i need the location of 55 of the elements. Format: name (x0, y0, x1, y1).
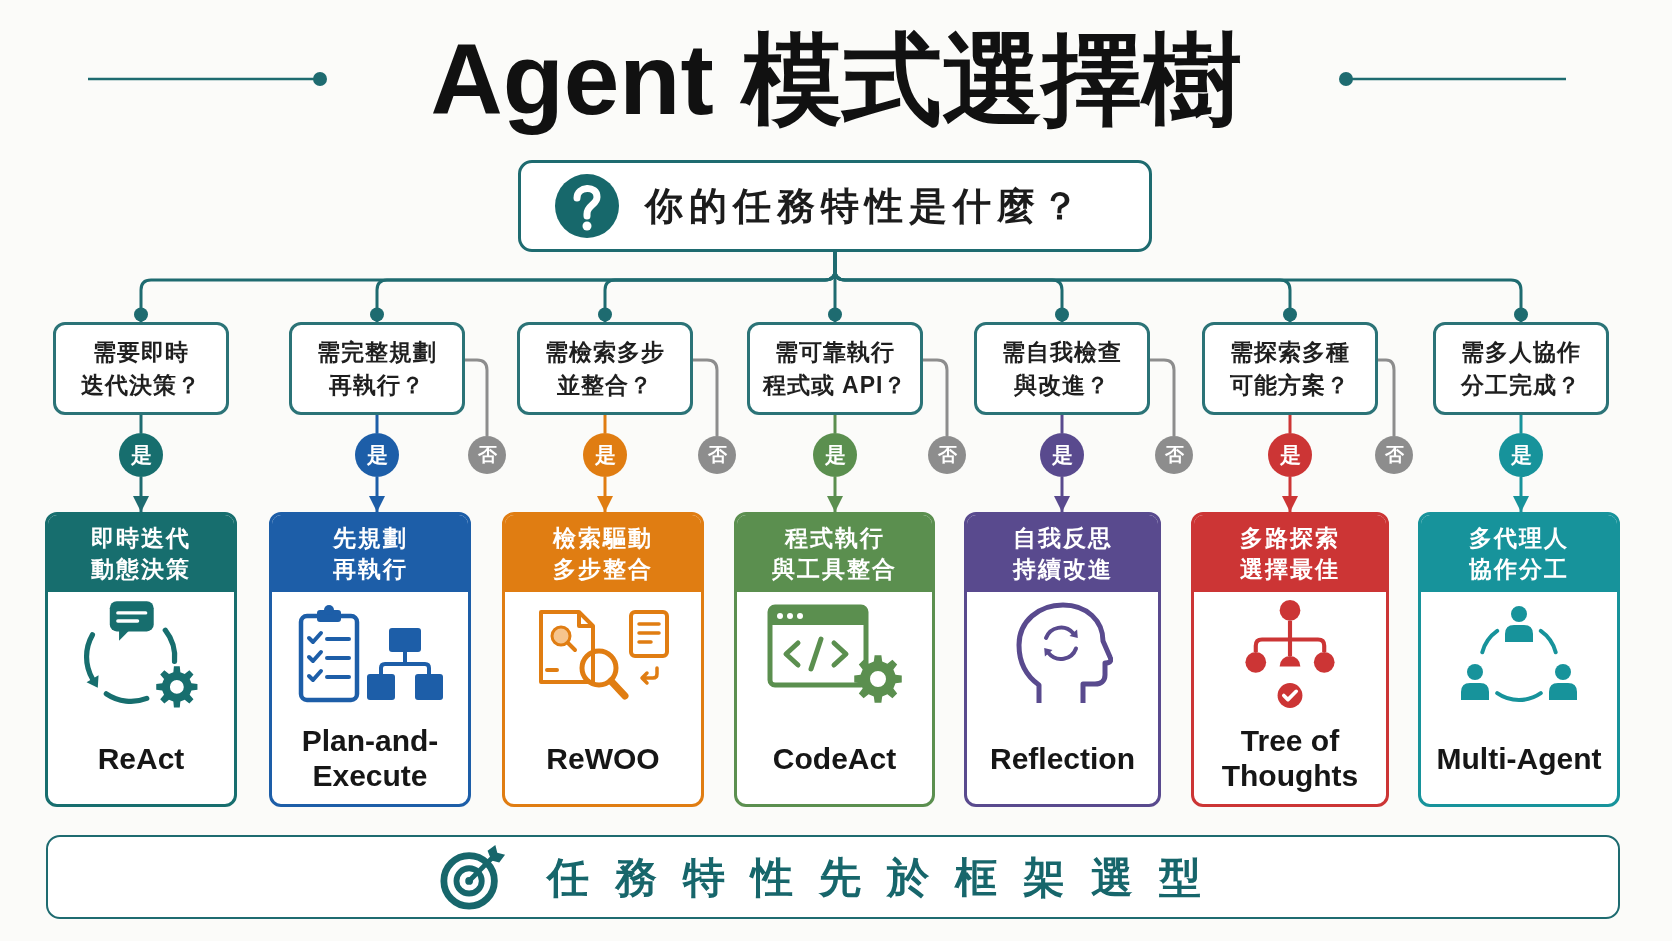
card-heading: 自我反思持續改進 (1012, 523, 1113, 584)
card-heading: 多代理人協作分工 (1469, 523, 1569, 584)
connector-line (1519, 415, 1523, 433)
mode-card (734, 512, 935, 807)
connector-line (375, 415, 379, 433)
connector-line (1060, 415, 1064, 433)
mode-name: Multi-Agent (1436, 740, 1602, 776)
connector-line (139, 415, 143, 433)
arrow (1054, 477, 1070, 512)
question-box (517, 322, 693, 415)
card-heading: 程式執行與工具整合 (772, 523, 897, 584)
arrow (1513, 477, 1529, 512)
mode-card (269, 512, 471, 807)
connector-line (833, 415, 837, 433)
question-text: 需探索多種可能方案？ (1230, 337, 1350, 400)
question-text: 需多人協作分工完成？ (1461, 337, 1581, 400)
connector-line (1288, 415, 1292, 433)
mode-card (964, 512, 1161, 807)
mode-name: Tree of Thoughts (1220, 723, 1360, 793)
mode-card (45, 512, 237, 807)
card-heading: 檢索驅動多步整合 (553, 523, 653, 584)
question-box (1202, 322, 1378, 415)
connector-line (1378, 358, 1396, 436)
question-box (289, 322, 465, 415)
arrow (369, 477, 385, 512)
question-text: 需自我檢查與改進？ (1002, 337, 1122, 400)
card-heading: 即時迭代動態決策 (91, 523, 191, 584)
question-text: 需可靠執行程式或 API？ (762, 337, 908, 400)
mode-card (1418, 512, 1620, 807)
question-text: 需完整規劃再執行？ (317, 337, 437, 400)
arrow (597, 477, 613, 512)
question-text: 需檢索多步並整合？ (545, 337, 665, 400)
question-box (518, 160, 1152, 252)
mode-name: CodeAct (772, 740, 897, 776)
question-box (747, 322, 923, 415)
card-heading: 多路探索選擇最佳 (1240, 523, 1340, 584)
question-box (974, 322, 1150, 415)
question-text: 你的任務特性是什麼？ (645, 184, 1085, 229)
connector-line (603, 415, 607, 433)
arrow (827, 477, 843, 512)
mode-name: Reflection (990, 740, 1135, 776)
title: Agent 模式選擇樹 (430, 24, 1242, 134)
mode-card (502, 512, 704, 807)
card-heading: 先規劃再執行 (332, 523, 408, 584)
mode-name: Plan-and-Execute (300, 723, 440, 793)
mode-card (1191, 512, 1389, 807)
arrow (1282, 477, 1298, 512)
mode-name: ReAct (97, 740, 185, 776)
mode-name: ReWOO (546, 740, 660, 776)
arrow (133, 477, 149, 512)
banner-text: 任務特性先於框架選型 (547, 852, 1227, 903)
question-text: 需要即時迭代決策？ (81, 337, 201, 400)
question-box (1433, 322, 1609, 415)
question-box (53, 322, 229, 415)
banner-box (46, 835, 1620, 919)
